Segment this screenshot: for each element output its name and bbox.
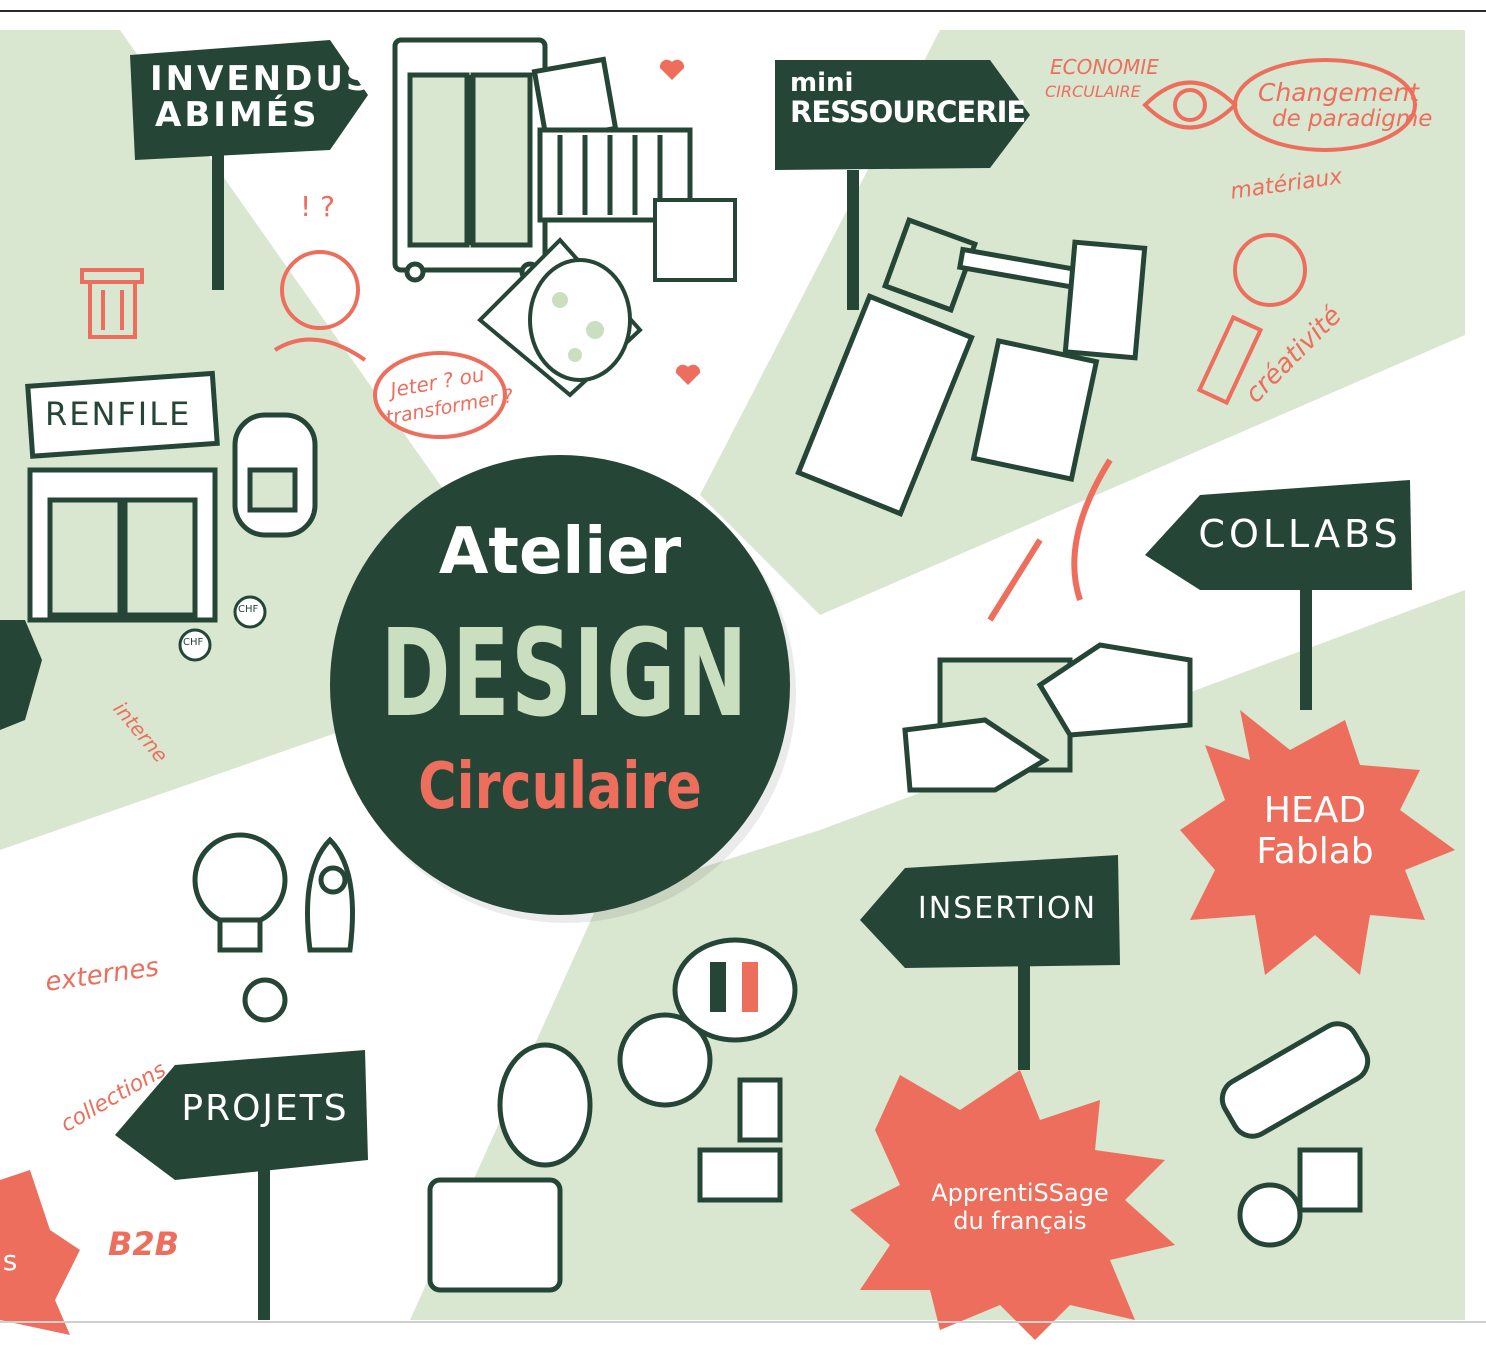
projets-sign bbox=[115, 1050, 368, 1320]
handshake-puzzle-icon bbox=[902, 642, 1193, 793]
title-design: DESIGN bbox=[380, 605, 749, 744]
sewing-tools-icon bbox=[1219, 1021, 1371, 1248]
invendus-sign-label: INVENDUS ABIMÉS bbox=[150, 59, 374, 135]
economie-note: ECONOMIE bbox=[1050, 55, 1159, 79]
head-fablab-label: HEAD Fablab bbox=[1225, 790, 1405, 873]
fablab-label: Fablab bbox=[1256, 831, 1374, 873]
abimes-label: ABIMÉS bbox=[155, 94, 320, 135]
exclaim-note: ! ? bbox=[300, 190, 335, 223]
paradigme-note: de paradigme bbox=[1272, 106, 1433, 132]
left-starburst bbox=[0, 1170, 80, 1335]
rocket-icon bbox=[305, 836, 355, 953]
chf-coin-1: CHF bbox=[183, 637, 204, 648]
collabs-sign-label: COLLABS bbox=[1195, 512, 1405, 556]
collabs-sign bbox=[1145, 480, 1412, 710]
ressourcerie-label: RESSOURCERIE bbox=[790, 95, 1026, 130]
projets-sign-label: PROJETS bbox=[170, 1090, 360, 1128]
invendus-label: INVENDUS bbox=[150, 59, 374, 99]
projets-label: PROJETS bbox=[181, 1088, 349, 1129]
lightbulb-pencil-icon bbox=[1196, 233, 1307, 406]
crib-frame-icon bbox=[531, 56, 693, 223]
changement-note: Changement bbox=[1258, 78, 1420, 107]
collabs-label: COLLABS bbox=[1198, 512, 1402, 556]
ressourcerie-sign-label: mini RESSOURCERIE bbox=[790, 68, 1026, 130]
trash-icon bbox=[80, 268, 144, 339]
circulaire-note: CIRCULAIRE bbox=[1045, 82, 1141, 101]
title-atelier: Atelier bbox=[438, 515, 682, 589]
invendus-sign bbox=[130, 40, 368, 290]
head-fablab-starburst bbox=[1180, 710, 1455, 975]
apprentissage-label: ApprentiSSage du français bbox=[890, 1179, 1150, 1235]
mini-label: mini bbox=[790, 68, 854, 98]
heart-icon bbox=[659, 59, 701, 385]
materials-icon bbox=[795, 216, 1148, 517]
insertion-sign bbox=[860, 855, 1120, 1070]
chf-coin-2: CHF bbox=[238, 604, 259, 615]
flag-bubble-icon bbox=[672, 937, 798, 1043]
head-label: HEAD bbox=[1263, 790, 1367, 831]
left-sign-fragment bbox=[0, 620, 42, 730]
speech-bubble-jeter bbox=[373, 351, 507, 439]
insertion-label: INSERTION bbox=[917, 891, 1098, 926]
people-sewing-icon bbox=[427, 1012, 783, 1293]
title-circle: Atelier DESIGN Circulaire bbox=[330, 455, 790, 915]
left-star-fragment-label: s bbox=[2, 1244, 18, 1277]
shop-sign-label: RENFILE bbox=[45, 395, 192, 433]
wardrobe-icon bbox=[392, 37, 548, 283]
shop-icon bbox=[25, 370, 318, 623]
lightbulb-icon bbox=[192, 832, 288, 953]
gear-icon bbox=[242, 977, 288, 1023]
arrow-icon bbox=[987, 458, 1113, 622]
apprentissage-starburst bbox=[850, 1070, 1175, 1340]
fabric-clothes-icon bbox=[477, 198, 737, 398]
coin-icon bbox=[178, 595, 267, 662]
top-border bbox=[0, 10, 1486, 12]
title-circulaire: Circulaire bbox=[418, 750, 702, 824]
apprentissage-line2: du français bbox=[953, 1206, 1087, 1235]
b2b-note: B2B bbox=[108, 1225, 180, 1263]
person-icon bbox=[273, 250, 367, 362]
insertion-sign-label: INSERTION bbox=[900, 893, 1115, 925]
cloud-icon bbox=[1233, 58, 1417, 152]
ressourcerie-sign bbox=[775, 60, 1030, 310]
apprentissage-line1: ApprentiSSage bbox=[931, 1179, 1109, 1207]
